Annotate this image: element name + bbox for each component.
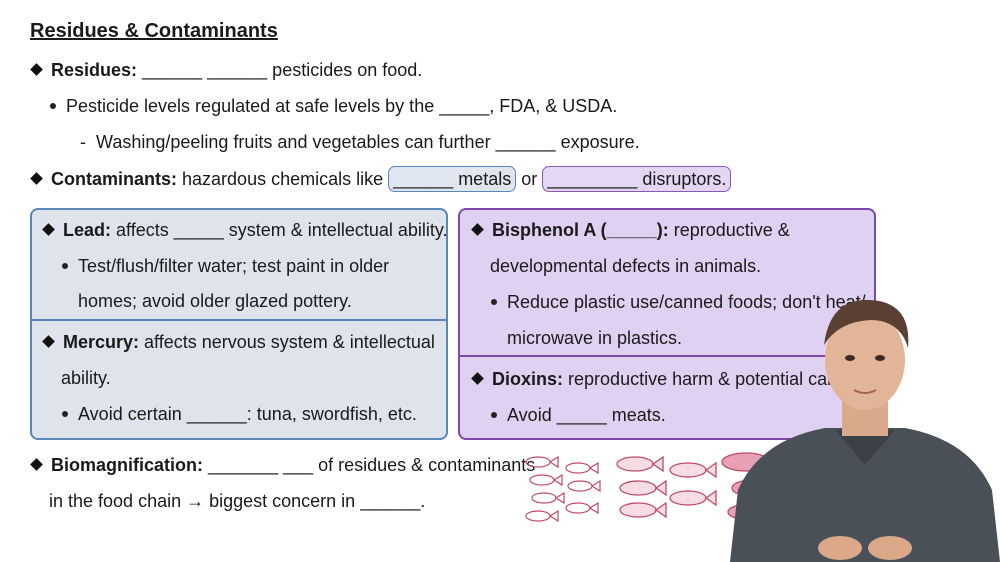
biomagnification-label: Biomagnification:: [51, 455, 203, 475]
small-fish-icon: [531, 491, 565, 505]
round-bullet-icon: [491, 412, 497, 418]
or-text: or: [521, 169, 538, 189]
dioxins-label: Dioxins:: [492, 369, 564, 389]
dioxins-text: reproductive harm & potential can: [568, 369, 838, 389]
residues-sub2-text: Washing/peeling fruits and vegetables ca…: [96, 132, 640, 152]
small-fish-icon: [525, 455, 559, 469]
bisphenol-sub: Reduce plastic use/canned foods; don't h…: [491, 291, 866, 313]
diamond-bullet-icon: [30, 458, 43, 471]
mercury-bullet: Mercury: affects nervous system & intell…: [42, 331, 435, 353]
bisphenol-bullet: Bisphenol A (_____): reproductive &: [471, 219, 790, 241]
mercury-text-line1: affects nervous system & intellectual: [144, 332, 435, 352]
small-fish-icon: [565, 501, 599, 515]
medium-fish-icon: [616, 455, 664, 473]
small-fish-icon: [565, 461, 599, 475]
contaminants-text: hazardous chemicals like: [182, 169, 384, 189]
biomagnification-text-line2: in the food chain → biggest concern in _…: [49, 491, 426, 511]
residues-sub1: Pesticide levels regulated at safe level…: [50, 95, 617, 117]
mercury-label: Mercury:: [63, 332, 140, 352]
endocrine-disruptors-pill: _________ disruptors.: [542, 166, 732, 192]
small-fish-icon: [567, 479, 601, 493]
dash-bullet-icon: -: [80, 132, 86, 152]
page-title: Residues & Contaminants: [30, 20, 278, 42]
round-bullet-icon: [491, 299, 497, 305]
biomagnification-bullet: Biomagnification: _______ ___ of residue…: [30, 454, 536, 476]
biomagnification-text-line1: _______ ___ of residues & contaminants: [208, 455, 536, 475]
contaminants-bullet: Contaminants: hazardous chemicals like _…: [30, 166, 732, 192]
lead-sub-line2: homes; avoid older glazed pottery.: [78, 291, 352, 311]
small-fish-icon: [525, 509, 559, 523]
presenter-video-overlay: [730, 299, 1000, 562]
lead-label: Lead:: [63, 220, 112, 240]
round-bullet-icon: [62, 411, 68, 417]
residues-sub1-text: Pesticide levels regulated at safe level…: [66, 96, 618, 116]
residues-bullet: Residues: ______ ______ pesticides on fo…: [30, 59, 423, 81]
bisphenol-sub-line1: Reduce plastic use/canned foods; don't h…: [507, 292, 866, 312]
medium-fish-icon: [669, 461, 717, 479]
diamond-bullet-icon: [42, 223, 55, 236]
blue-info-box: [30, 208, 448, 440]
purple-box-divider: [458, 355, 876, 357]
lead-sub-line1: Test/flush/filter water; test paint in o…: [78, 256, 390, 276]
diamond-bullet-icon: [471, 223, 484, 236]
mercury-sub-text: Avoid certain ______: tuna, swordfish, e…: [78, 404, 417, 424]
mercury-sub: Avoid certain ______: tuna, swordfish, e…: [62, 403, 417, 425]
lead-bullet: Lead: affects _____ system & intellectua…: [42, 219, 448, 241]
mercury-text-line2: ability.: [61, 368, 111, 388]
residues-text: ______ ______ pesticides on food.: [142, 60, 423, 80]
round-bullet-icon: [62, 263, 68, 269]
diamond-bullet-icon: [471, 372, 484, 385]
medium-fish-icon: [619, 501, 667, 519]
residues-sub2: -Washing/peeling fruits and vegetables c…: [80, 131, 640, 153]
bisphenol-text-line2: developmental defects in animals.: [490, 256, 762, 276]
purple-info-box: [458, 208, 876, 440]
diamond-bullet-icon: [30, 172, 43, 185]
heavy-metals-pill: ______ metals: [388, 166, 517, 192]
round-bullet-icon: [50, 103, 56, 109]
diamond-bullet-icon: [42, 335, 55, 348]
medium-fish-icon: [619, 479, 667, 497]
dioxins-sub: Avoid _____ meats.: [491, 404, 666, 426]
blue-box-divider: [30, 319, 448, 321]
contaminants-label: Contaminants:: [51, 169, 177, 189]
bisphenol-text-line1: reproductive &: [673, 220, 790, 240]
lead-text: affects _____ system & intellectual abil…: [116, 220, 448, 240]
bisphenol-sub-line2: microwave in plastics.: [507, 328, 683, 348]
residues-label: Residues:: [51, 60, 138, 80]
bisphenol-label: Bisphenol A (_____):: [492, 220, 669, 240]
small-fish-icon: [529, 473, 563, 487]
medium-fish-icon: [669, 489, 717, 507]
dioxins-bullet: Dioxins: reproductive harm & potential c…: [471, 368, 838, 390]
lead-sub: Test/flush/filter water; test paint in o…: [62, 255, 389, 277]
dioxins-sub-text: Avoid _____ meats.: [507, 405, 666, 425]
diamond-bullet-icon: [30, 63, 43, 76]
